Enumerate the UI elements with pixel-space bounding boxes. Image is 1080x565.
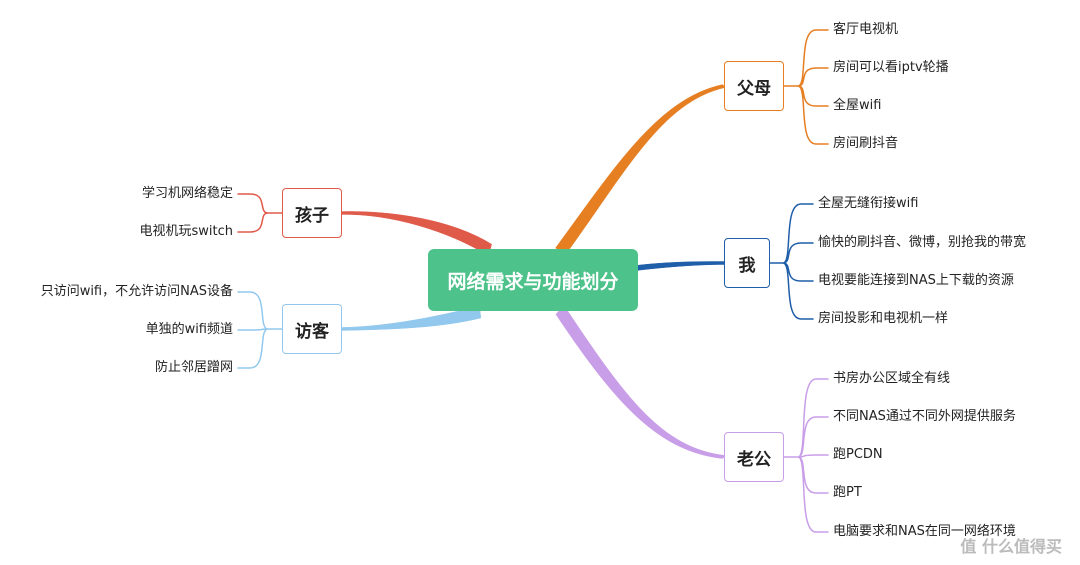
- branch-node-child[interactable]: 孩子: [282, 188, 342, 238]
- bracket-parents: [783, 29, 829, 145]
- bracket-me: [769, 203, 814, 320]
- leaf-husband-1: 书房办公区域全有线: [833, 371, 951, 386]
- branch-line-parents: [555, 84, 726, 257]
- leaf-parents-3: 全屋wifi: [833, 98, 882, 113]
- leaf-husband-3: 跑PCDN: [833, 447, 883, 462]
- watermark: 值 什么值得买: [960, 537, 1062, 556]
- leaf-guest-2: 单独的wifi频道: [145, 322, 233, 337]
- branch-node-husband[interactable]: 老公: [724, 432, 784, 482]
- root-node[interactable]: 网络需求与功能划分: [428, 249, 638, 311]
- leaf-parents-4: 房间刷抖音: [833, 136, 899, 151]
- leaf-me-3: 电视要能连接到NAS上下载的资源: [818, 273, 1014, 288]
- branch-line-husband: [555, 305, 726, 459]
- leaf-me-2: 愉快的刷抖音、微博，别抢我的带宽: [818, 235, 1027, 250]
- branch-node-guest[interactable]: 访客: [282, 304, 342, 354]
- leaf-husband-5: 电脑要求和NAS在同一网络环境: [833, 524, 1016, 539]
- bracket-husband: [783, 378, 829, 533]
- leaf-me-1: 全屋无缝衔接wifi: [818, 196, 919, 211]
- leaf-parents-1: 客厅电视机: [833, 22, 899, 37]
- leaf-husband-2: 不同NAS通过不同外网提供服务: [833, 409, 1016, 424]
- leaf-parents-2: 房间可以看iptv轮播: [833, 60, 949, 75]
- leaf-child-1: 学习机网络稳定: [141, 186, 233, 201]
- branch-node-me[interactable]: 我: [724, 238, 770, 288]
- leaf-guest-3: 防止邻居蹭网: [154, 360, 233, 375]
- bracket-guest: [237, 291, 283, 369]
- leaf-husband-4: 跑PT: [833, 485, 862, 500]
- bracket-child: [237, 193, 283, 233]
- leaf-child-2: 电视机玩switch: [139, 224, 233, 239]
- branch-line-guest: [341, 305, 482, 331]
- branch-line-me: [635, 261, 725, 271]
- branch-node-parents[interactable]: 父母: [724, 61, 784, 111]
- leaf-guest-1: 只访问wifi，不允许访问NAS设备: [40, 284, 233, 299]
- leaf-me-4: 房间投影和电视机一样: [818, 311, 949, 326]
